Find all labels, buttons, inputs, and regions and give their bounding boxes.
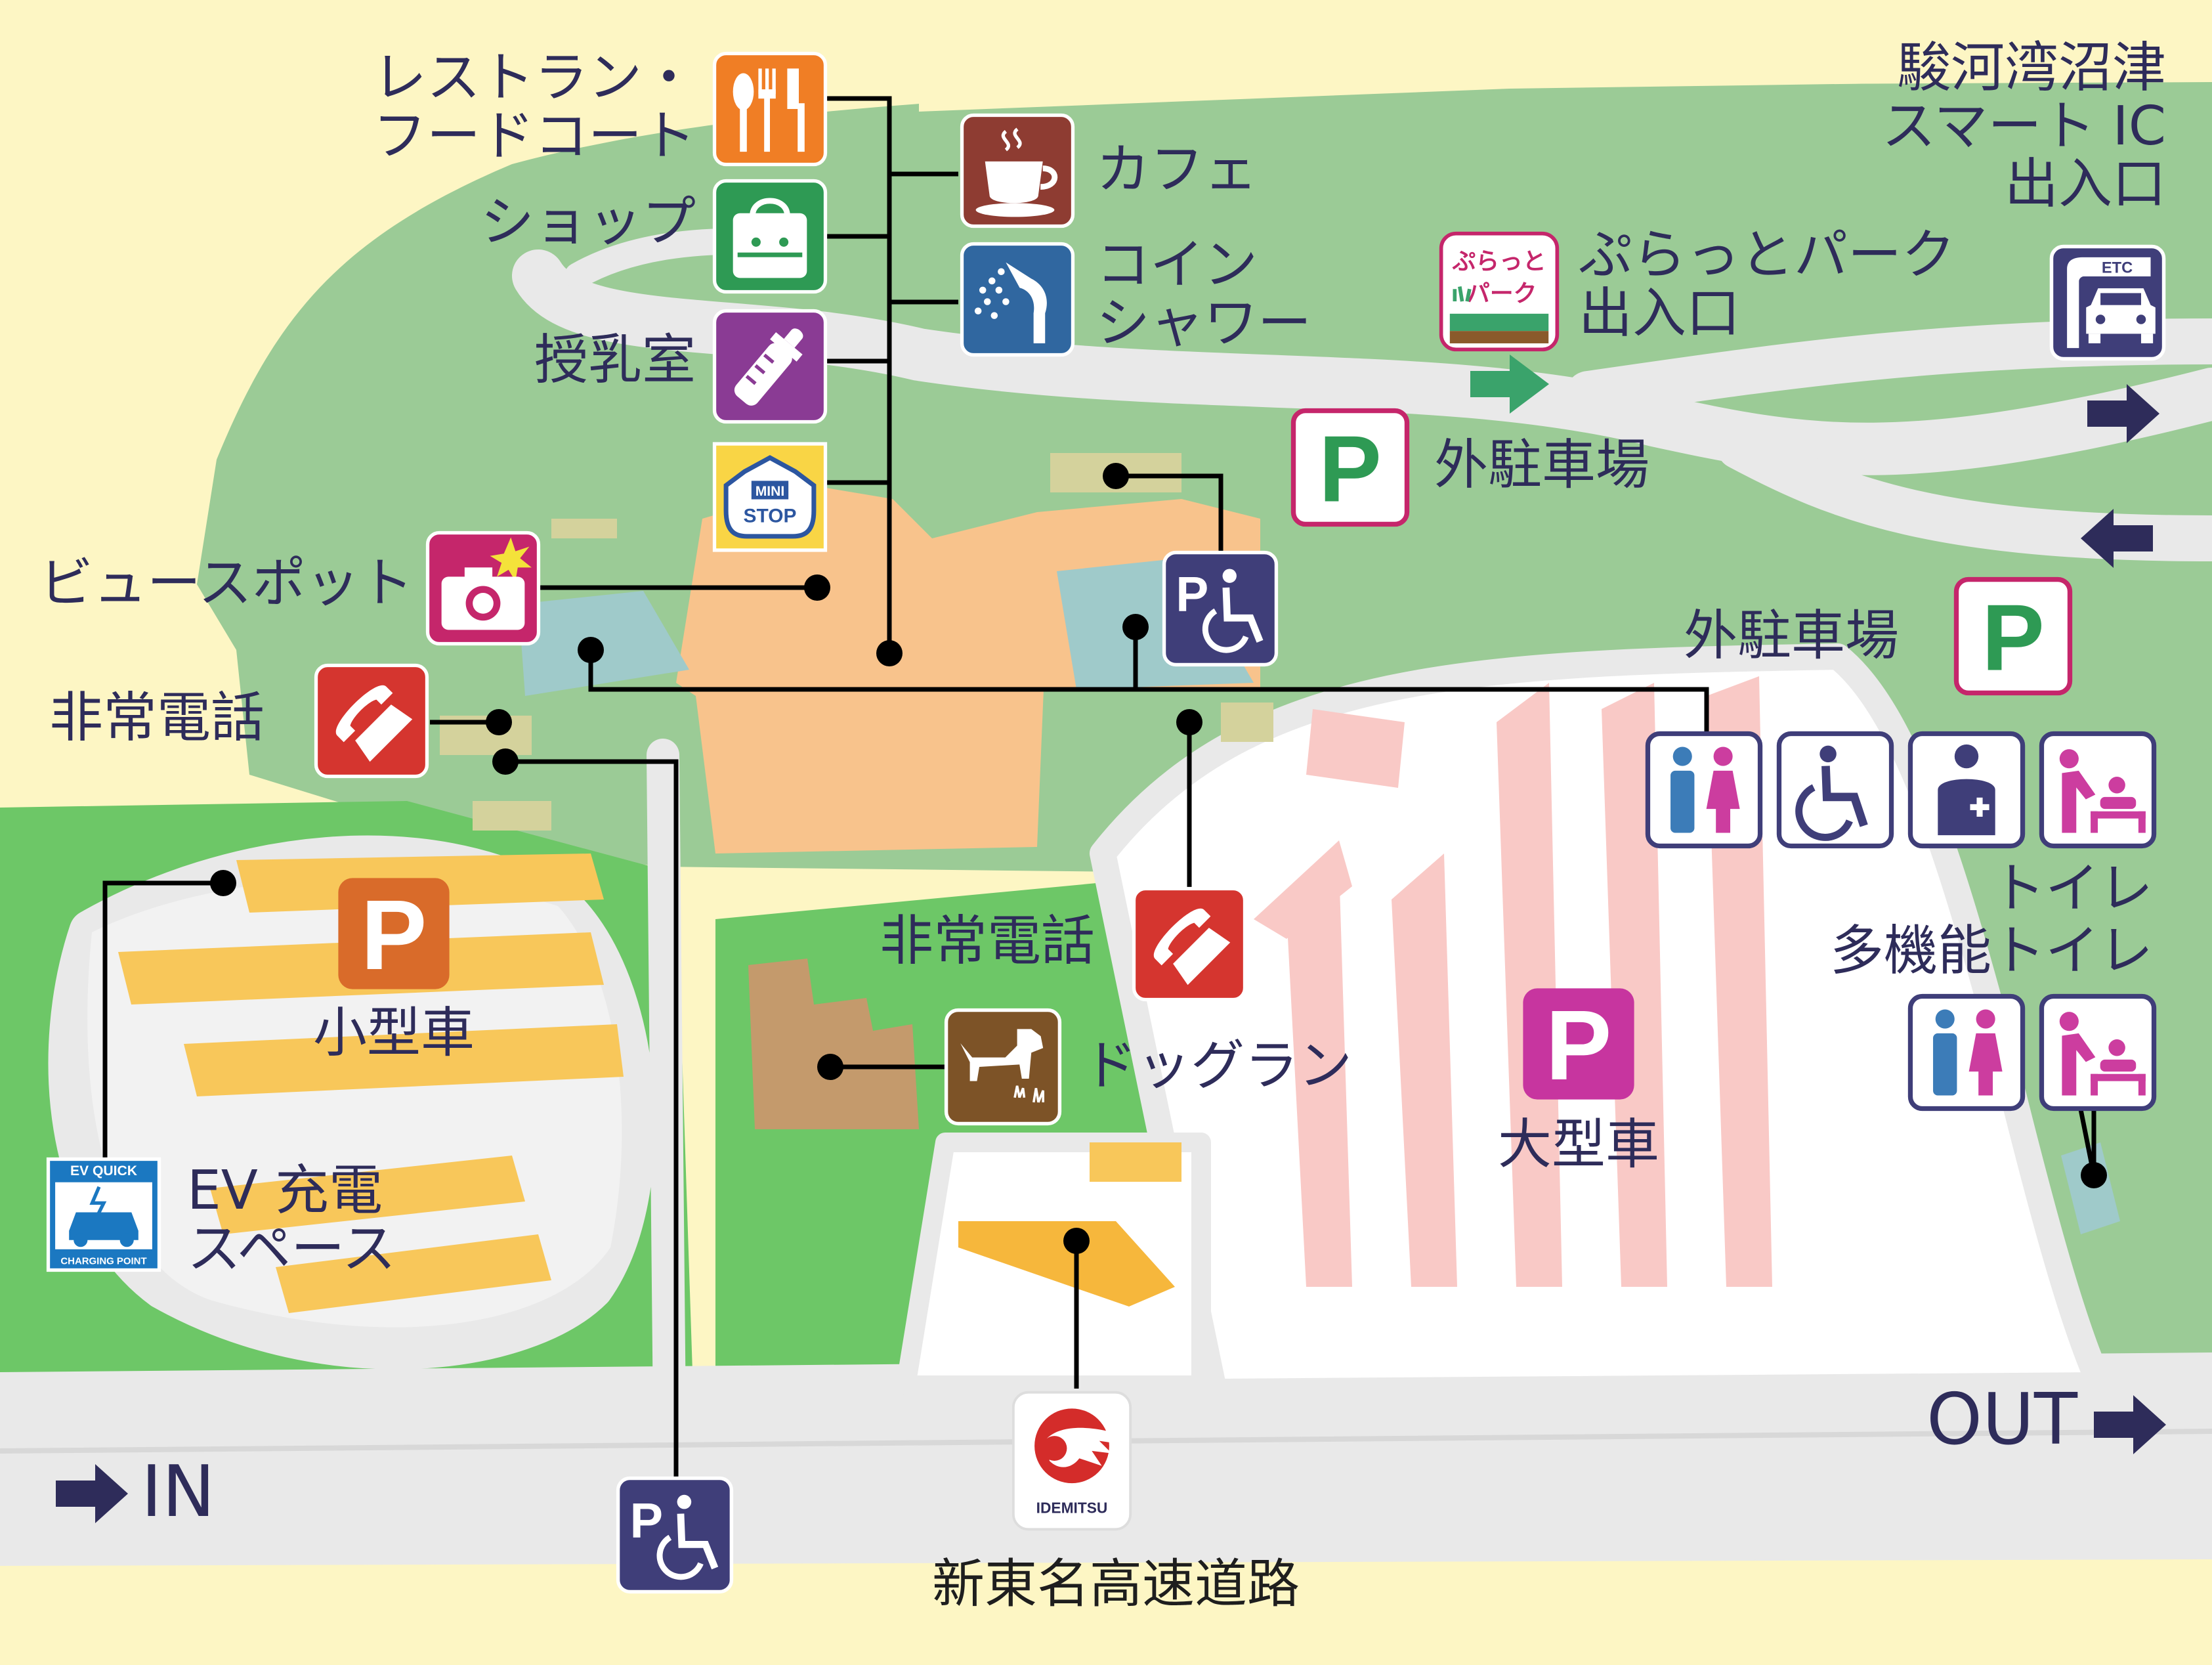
plat-park-arrow-icon [1470, 355, 1549, 414]
smart-ic-label-line1: 駿河湾沼津 [1896, 37, 2166, 99]
wheelchair-parking-icon-bottom[interactable]: P [616, 1476, 734, 1594]
ev-text-bottom: CHARGING POINT [60, 1256, 146, 1267]
parking-letter: P [1546, 990, 1612, 1101]
baby-changing-icon[interactable] [2038, 730, 2158, 850]
emergency-phone-left-label: 非常電話 [49, 687, 265, 749]
leader-dots [210, 463, 2107, 1254]
restaurant-label: レストラン・ フードコート [289, 49, 696, 165]
parking-large-car-icon[interactable]: P [1520, 985, 1638, 1103]
outer-parking-right-label: 外駐車場 [1684, 605, 1900, 667]
etc-text: ETC [2102, 260, 2133, 277]
large-car-label: 大型車 [1497, 1114, 1659, 1176]
out-arrow-icon [2094, 1395, 2166, 1454]
baby-bottle-icon[interactable] [712, 309, 828, 424]
plat-park-label-line1: ぷらっとパーク [1579, 224, 1956, 286]
ev-space-label: EV 充電 スペース [187, 1159, 396, 1280]
parking-letter: P [1982, 586, 2045, 691]
coin-shower-label-line1: コイン [1096, 234, 1258, 296]
shop-label: ショップ [480, 191, 696, 253]
emergency-phone-center-label: 非常電話 [880, 910, 1095, 972]
ev-space-label-line1: EV 充電 [187, 1159, 383, 1222]
idemitsu-icon[interactable]: IDEMITSU [1010, 1389, 1134, 1533]
view-spot-label: ビュースポット [39, 552, 414, 615]
restaurant-icon[interactable] [712, 51, 828, 167]
smart-ic-label: 駿河湾沼津 スマート IC 出入口 [1772, 39, 2166, 214]
in-label: IN [141, 1451, 215, 1533]
ministop-text-1: MINI [755, 484, 785, 499]
direction-arrows [56, 355, 2166, 1523]
outer-parking-top-label: 外駐車場 [1434, 434, 1650, 496]
highway-label: 新東名高速道路 [932, 1553, 1300, 1614]
arrow-to-smart-ic-icon [2087, 384, 2159, 443]
coin-shower-label: コイン シャワー [1096, 236, 1311, 353]
svg-text:P: P [630, 1494, 663, 1549]
phone-icon[interactable] [314, 663, 429, 779]
shower-icon[interactable] [960, 242, 1075, 357]
wheelchair-icon[interactable] [1776, 730, 1895, 850]
ev-text-top: EV QUICK [70, 1163, 138, 1178]
multi-toilet-label: 多機能トイレ [1829, 920, 2153, 982]
dog-icon[interactable] [944, 1008, 1062, 1126]
plat-park-logo-icon[interactable]: ぷらっと パーク [1437, 230, 1561, 353]
dog-run-label: ドッグラン [1083, 1035, 1353, 1097]
parking-letter: P [1319, 417, 1382, 522]
camera-icon[interactable] [425, 530, 541, 646]
in-arrow-icon [56, 1464, 128, 1523]
ministop-logo-icon[interactable]: MINI STOP [712, 441, 828, 553]
coffee-cup-icon[interactable] [960, 113, 1075, 228]
ev-charging-icon[interactable]: EV QUICK CHARGING POINT [46, 1157, 161, 1272]
wheelchair-parking-icon[interactable]: P [1162, 550, 1279, 667]
first-aid-icon[interactable] [1907, 730, 2026, 850]
plat-park-text-2: パーク [1466, 280, 1537, 307]
toilet-icon[interactable] [1644, 730, 1764, 850]
phone-icon-center[interactable] [1132, 886, 1247, 1002]
etc-gate-icon[interactable]: ETC [2048, 243, 2167, 362]
smart-ic-label-line3: 出入口 [2004, 153, 2166, 216]
small-car-label: 小型車 [312, 1002, 475, 1064]
arrow-from-smart-ic-icon [2081, 509, 2153, 568]
nursing-room-label: 授乳室 [534, 329, 696, 391]
restaurant-label-line2: フードコート [372, 104, 696, 167]
parking-green-icon-top[interactable]: P [1290, 407, 1411, 528]
plat-park-label-line2: 出入口 [1579, 282, 1741, 345]
smart-ic-label-line2: スマート IC [1881, 95, 2166, 158]
shopping-bag-icon[interactable] [712, 179, 828, 294]
coin-shower-label-line2: シャワー [1096, 292, 1312, 355]
plat-park-text-1: ぷらっと [1452, 248, 1546, 275]
baby-changing-icon-2[interactable] [2038, 993, 2158, 1112]
ev-space-label-line2: スペース [187, 1217, 396, 1280]
out-label: OUT [1926, 1379, 2078, 1461]
plat-park-label: ぷらっとパーク 出入口 [1579, 224, 1956, 345]
restaurant-label-line1: レストラン・ [372, 47, 696, 109]
parking-green-icon-right[interactable]: P [1953, 576, 2074, 697]
parking-small-car-icon[interactable]: P [335, 875, 453, 993]
parking-letter: P [361, 880, 427, 991]
toilet-label: トイレ [1991, 857, 2153, 920]
ministop-text-2: STOP [744, 506, 797, 527]
dog-run-area [748, 959, 919, 1129]
toilet-icon-2[interactable] [1907, 993, 2026, 1112]
svg-text:P: P [1176, 567, 1208, 622]
cafe-label: カフェ [1096, 139, 1258, 201]
idemitsu-text: IDEMITSU [1036, 1500, 1108, 1517]
